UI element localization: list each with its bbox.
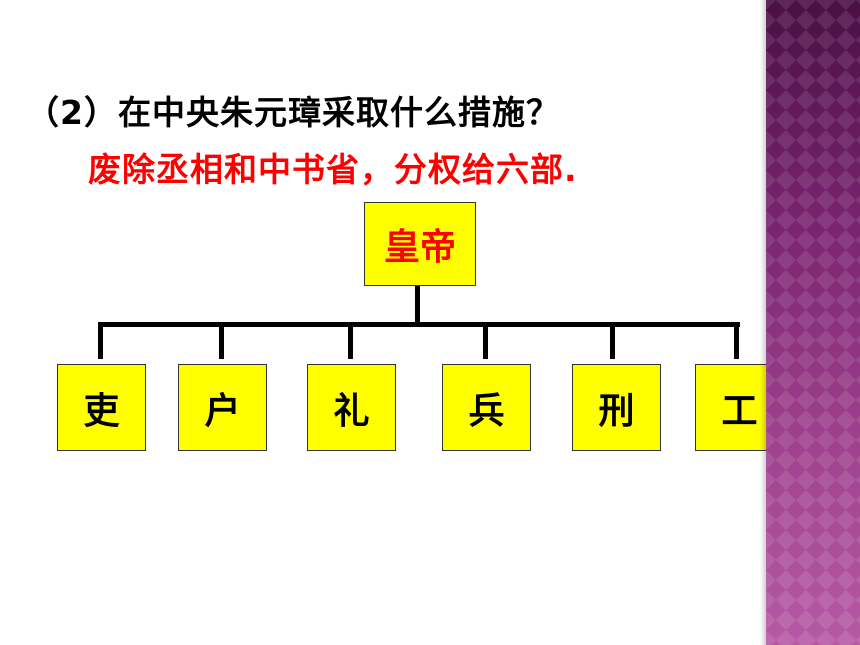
connector-drop-gong: [734, 322, 739, 359]
ministry-label: 吏: [83, 390, 120, 432]
connector-drop-bing: [483, 322, 488, 359]
ministry-box-justice: 刑: [572, 364, 661, 451]
side-panel-shadow: [760, 0, 766, 645]
connector-drop-li: [98, 322, 103, 359]
decorative-side-panel: [766, 0, 860, 645]
connector-drop-xing: [610, 322, 615, 359]
ministry-box-personnel: 吏: [57, 364, 146, 451]
ministry-label: 兵: [468, 390, 505, 432]
question-heading: （2）在中央朱元璋采取什么措施？: [26, 93, 560, 132]
ministry-box-revenue: 户: [178, 364, 267, 451]
ministry-label: 户: [204, 390, 241, 432]
connector-drop-li2: [348, 322, 353, 359]
connector-horizontal-bar: [98, 322, 740, 327]
emperor-box: 皇帝: [364, 202, 476, 286]
slide-canvas: （2）在中央朱元璋采取什么措施？ 废除丞相和中书省，分权给六部. 皇帝 吏 户 …: [26, 93, 784, 451]
connector-emperor-stem: [415, 286, 420, 326]
connector-drop-hu: [219, 322, 224, 359]
ministry-label: 刑: [598, 390, 635, 432]
ministry-label: 礼: [333, 390, 370, 432]
answer-text: 废除丞相和中书省，分权给六部.: [88, 150, 578, 189]
ministry-box-war: 兵: [442, 364, 531, 451]
ministry-label: 工: [721, 390, 758, 432]
ministry-box-rites: 礼: [307, 364, 396, 451]
emperor-label: 皇帝: [383, 227, 456, 268]
